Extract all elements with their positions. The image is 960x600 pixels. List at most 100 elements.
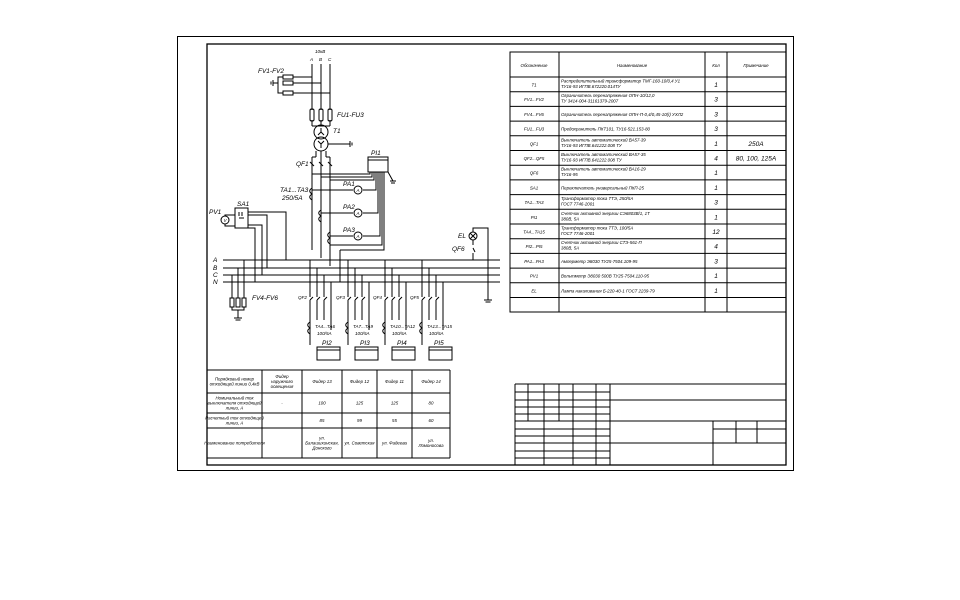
sa1-wiring [224, 211, 287, 282]
row-code: T1 [531, 83, 537, 88]
row-name: Переключатель универсальный ПКП-25 [561, 185, 645, 190]
row-qty: 1 [714, 185, 718, 192]
ct-label: TA13...TA15 [427, 324, 453, 329]
table-cell: ул.Ломоносова [417, 438, 444, 448]
breaker-label: QF5 [410, 295, 419, 300]
row-qty: 1 [714, 288, 718, 295]
table-cell: ул. Фадеева [381, 441, 407, 446]
ct-label: TA10...TA12 [390, 324, 416, 329]
row-qty: 3 [714, 258, 718, 265]
pv1-label: PV1 [209, 209, 222, 216]
row-qty: 1 [714, 273, 718, 280]
table-cell: 125 [356, 401, 364, 406]
row-name: Лампа накаливания Б-220-40-1 ГОСТ 2239-7… [560, 288, 655, 293]
breaker-label: QF4 [373, 295, 382, 300]
row-code: PI1 [531, 215, 538, 220]
lamp-el-icon [468, 227, 492, 303]
row-qty: 3 [714, 126, 718, 133]
inner-frame [206, 43, 787, 466]
t1-label: T1 [333, 128, 341, 135]
table-header: Обозначение [521, 63, 548, 68]
row-qty: 4 [714, 244, 718, 251]
row-code: FU1...FU3 [524, 127, 545, 132]
row-code: FV4...FV6 [524, 112, 544, 117]
row-name: ГОСТ 7746-2001 [561, 202, 595, 207]
row-code: PV1 [530, 274, 539, 279]
svg-text:A: A [356, 188, 360, 193]
fv1-label: FV1-FV2 [258, 68, 284, 75]
table-row: PI1 Счетчик активной энергии СЭ6803В/1, 1… [531, 211, 718, 222]
row-name: Вольтметр Э8030 500В ТУ25-7504.110-95 [561, 274, 650, 279]
row-code: QF6 [530, 171, 539, 176]
table-header: Примечание [743, 63, 769, 68]
ct-ratio-label: 100/5A [392, 331, 407, 336]
meter-label: PI2 [322, 340, 332, 347]
row-name: Трансформатор тока ТТЭ, 250/5А [561, 196, 633, 201]
fv4-label: FV4-FV6 [252, 295, 278, 302]
fuse-fu1-icon [309, 108, 333, 122]
meter-label: PI4 [397, 340, 407, 347]
table-cell: Фидер 14 [421, 379, 441, 384]
row-name: Счетчик активной энергии СЭ6803В/1, 1Т [561, 211, 650, 216]
row-qty: 12 [712, 229, 720, 236]
bus-label-b: B [213, 265, 218, 272]
pa2-label: PA2 [343, 204, 355, 211]
table-cell: Фидер 13 [312, 379, 332, 384]
table-cell: 99 [357, 418, 362, 423]
svg-text:A: A [356, 211, 360, 216]
ct-label: TA7...TA9 [353, 324, 373, 329]
table-cell: Фидер 12 [350, 379, 370, 384]
current-transformer-icon [419, 321, 423, 335]
row-code: FV1...FV2 [524, 97, 544, 102]
row-name: Выключатель автоматический ВА57-35 [561, 152, 646, 157]
svg-text:A: A [356, 234, 360, 239]
row-name: Амперметр Э8030 ТУ25-7504.109-95 [560, 259, 638, 264]
breaker-label: QF2 [298, 295, 307, 300]
row-code: PI2...PI5 [526, 244, 543, 249]
surge-arrester-fv1-icon [270, 74, 330, 96]
ta1-ratio-label: 250/5A [281, 195, 303, 202]
meter-pi1-icon [367, 156, 389, 173]
bus-label-a: A [212, 257, 217, 264]
table-cell: - [281, 401, 283, 406]
phase-label-a: A [309, 57, 313, 62]
ct-ratio-label: 100/5A [317, 331, 332, 336]
ct-ratio-label: 100/5A [429, 331, 444, 336]
table-cell: ул. Советская [344, 441, 376, 446]
ta1-label: TA1...TA3 [280, 187, 309, 194]
ct-ratio-label: 100/5A [355, 331, 370, 336]
table-cell: ул.Балашихинская,Донского [305, 435, 339, 450]
pi1-label: PI1 [371, 150, 381, 157]
meter-icon [391, 346, 416, 361]
single-line-diagram: 10кВ A B C FV1-FV2 FU1-FU3 T1 QF1 [209, 49, 500, 361]
table-row: TA1...TA3 Трансформатор тока ТТЭ, 250/5АГ… [524, 196, 718, 207]
qf6-label: QF6 [452, 246, 465, 253]
table-header: Кол [712, 63, 720, 68]
pi1-wiring [312, 171, 396, 282]
meter-icon [354, 346, 379, 361]
el-label: EL [458, 233, 466, 240]
feeder-group: QF2TA4...TA6100/5API2QF3TA7...TA9100/5AP… [298, 260, 453, 361]
row-code: TA1...TA3 [524, 200, 544, 205]
title-block [514, 383, 786, 465]
sa1-label: SA1 [237, 201, 250, 208]
row-name: 380В, 5А [561, 216, 579, 221]
ct-label: TA4...TA6 [315, 324, 335, 329]
table-cell: Наименование потребителя [204, 441, 265, 446]
breaker-qf1-icon [309, 161, 333, 167]
outer-frame [177, 36, 794, 471]
fu1-label: FU1-FU3 [337, 112, 364, 119]
ammeter-pa2-icon: A [353, 208, 363, 218]
